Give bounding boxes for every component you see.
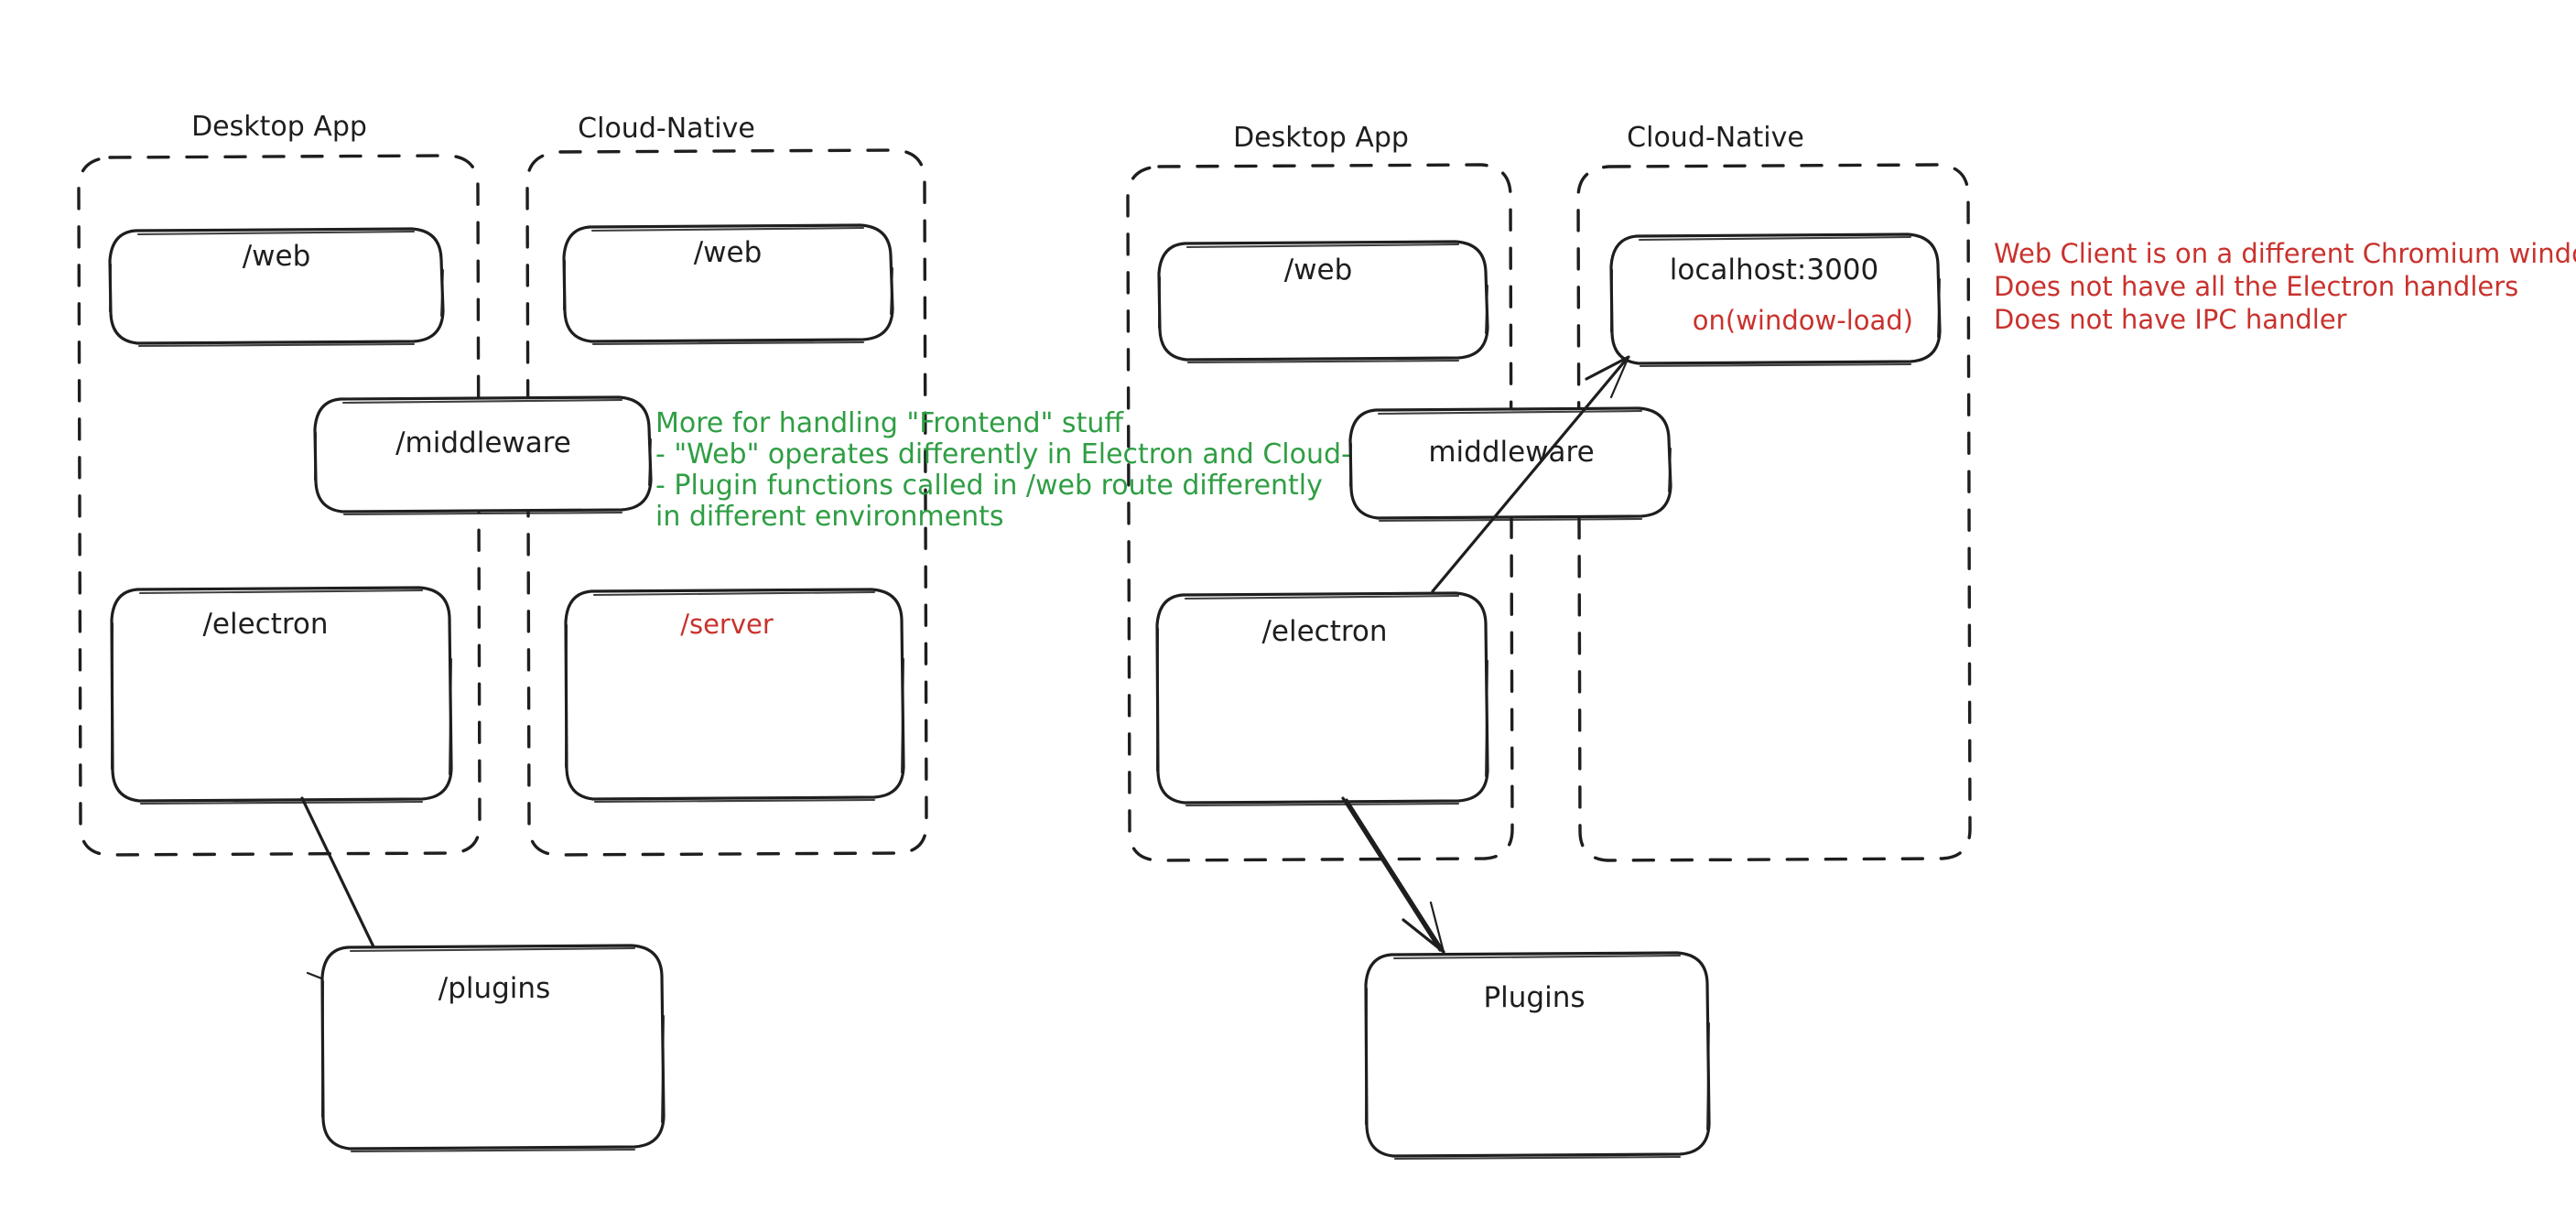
- node-left-electron[interactable]: /electron: [110, 586, 453, 805]
- node-label-right-localhost-sub: on(window-load): [1693, 305, 1913, 336]
- arrow-head-right: [1609, 355, 1630, 399]
- group-title-left-cloud: Cloud-Native: [578, 113, 755, 145]
- note-red-line-1: Does not have all the Electron handlers: [1994, 271, 2518, 302]
- node-label-left-electron: /electron: [202, 608, 328, 641]
- node-label-left-web-desktop: /web: [243, 240, 311, 273]
- node-box: [1155, 591, 1489, 805]
- note-green-line-3: in different environments: [655, 501, 1004, 533]
- node-box-sketch-overlay: [562, 226, 894, 346]
- node-label-left-web-cloud: /web: [694, 236, 763, 269]
- dashed-border-right-desktop: [1126, 163, 1514, 862]
- node-box: [1609, 232, 1942, 365]
- node-box-sketch-overlay: [1348, 409, 1672, 523]
- node-box-sketch-overlay: [1609, 235, 1942, 368]
- node-left-web-cloud[interactable]: /web: [562, 223, 894, 346]
- group-left-cloud-native[interactable]: Cloud-Native: [525, 113, 928, 857]
- node-box-sketch-overlay: [564, 590, 905, 804]
- node-label-right-localhost: localhost:3000: [1670, 254, 1879, 286]
- node-box: [313, 395, 653, 513]
- note-green-line-1: - "Web" operates differently in Electron…: [655, 438, 1440, 470]
- arrow-head-left: [1585, 355, 1630, 381]
- node-box: [564, 588, 905, 801]
- group-left-desktop-app[interactable]: Desktop App: [77, 111, 482, 857]
- arrow-shaft: [1431, 357, 1629, 593]
- group-title-left-desktop: Desktop App: [191, 111, 367, 143]
- node-box-sketch-overlay: [1157, 243, 1489, 364]
- node-box: [1157, 240, 1489, 362]
- dashed-border-right-cloud: [1576, 163, 1972, 862]
- node-box-sketch-overlay: [110, 589, 453, 805]
- group-right-desktop-app[interactable]: Desktop App: [1126, 122, 1514, 862]
- node-box-sketch-overlay: [313, 398, 653, 516]
- node-box-sketch-overlay: [1155, 594, 1489, 807]
- note-green-line-0: More for handling "Frontend" stuff: [655, 407, 1124, 439]
- node-right-web-desktop[interactable]: /web: [1157, 240, 1489, 364]
- node-box: [108, 227, 445, 345]
- group-right-cloud-native[interactable]: Cloud-Native: [1576, 122, 1972, 862]
- arrow-head-right: [1429, 901, 1445, 954]
- group-title-right-cloud: Cloud-Native: [1627, 122, 1804, 154]
- group-title-right-desktop: Desktop App: [1233, 122, 1409, 154]
- node-left-middleware[interactable]: /middleware: [313, 395, 653, 516]
- arrow-right-electron-to-localhost: [1431, 355, 1630, 593]
- node-label-left-server: /server: [680, 609, 774, 640]
- node-box-sketch-overlay: [320, 946, 666, 1153]
- node-label-left-middleware: /middleware: [395, 427, 571, 459]
- node-box-sketch-overlay: [1364, 954, 1711, 1161]
- node-right-middleware[interactable]: middleware: [1348, 406, 1672, 523]
- note-red-line-2: Does not have IPC handler: [1994, 304, 2347, 335]
- node-label-right-middleware: middleware: [1428, 436, 1594, 469]
- node-box: [562, 223, 894, 343]
- node-left-server[interactable]: /server: [564, 588, 905, 804]
- note-green-line-2: - Plugin functions called in /web route …: [655, 470, 1323, 502]
- node-box: [320, 944, 666, 1151]
- node-label-right-web-desktop: /web: [1284, 254, 1353, 286]
- arrow-shaft-double: [1345, 798, 1445, 954]
- node-label-right-electron: /electron: [1261, 615, 1387, 648]
- dashed-border-left-cloud: [525, 148, 928, 857]
- node-left-web-desktop[interactable]: /web: [108, 227, 445, 348]
- note-green-frontend: More for handling "Frontend" stuff - "We…: [655, 407, 1440, 533]
- arrow-head-left: [1402, 918, 1445, 954]
- arrow-right-electron-to-plugins: [1341, 796, 1445, 954]
- node-left-plugins[interactable]: /plugins: [320, 944, 666, 1153]
- node-box: [1348, 406, 1672, 520]
- arrow-shaft: [1341, 796, 1442, 952]
- node-box: [1364, 951, 1711, 1158]
- node-right-plugins[interactable]: Plugins: [1364, 951, 1711, 1161]
- node-box-sketch-overlay: [108, 230, 445, 348]
- node-box: [110, 586, 453, 803]
- node-label-left-plugins: /plugins: [438, 972, 550, 1005]
- note-red-line-0: Web Client is on a different Chromium wi…: [1994, 238, 2576, 269]
- node-right-localhost[interactable]: localhost:3000 on(window-load): [1609, 232, 1942, 368]
- note-red-web-client: Web Client is on a different Chromium wi…: [1994, 238, 2576, 335]
- node-label-right-plugins: Plugins: [1483, 981, 1585, 1014]
- node-right-electron[interactable]: /electron: [1155, 591, 1489, 807]
